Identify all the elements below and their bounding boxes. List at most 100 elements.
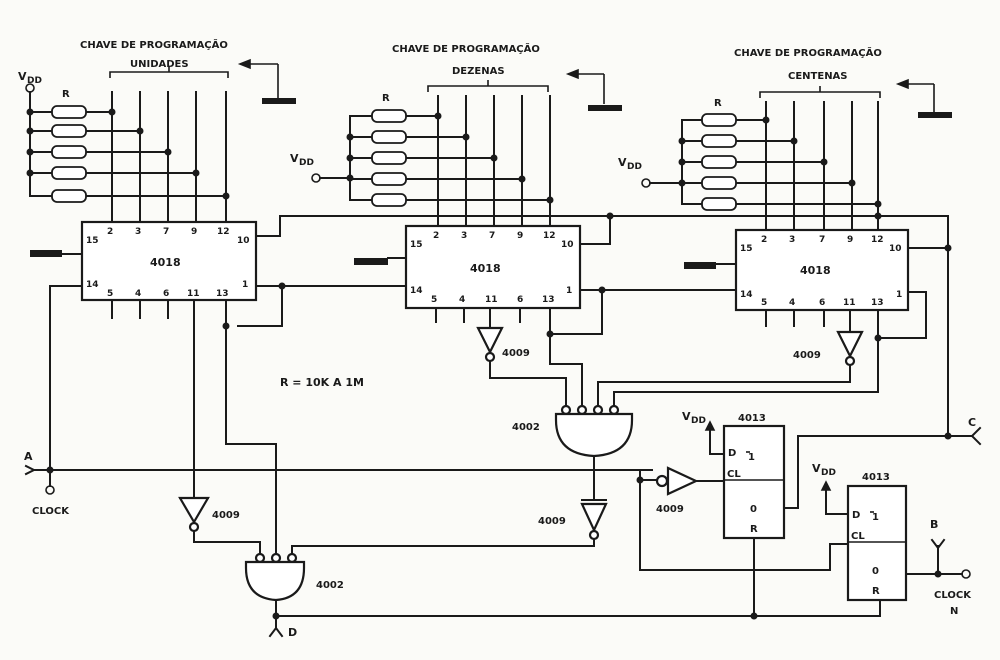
- inverter-4009-clock: [666, 466, 699, 496]
- switch-lines-dezenas: [437, 95, 551, 227]
- vdd-terminal-2: [311, 173, 321, 183]
- inv2-to-nor: [489, 360, 567, 407]
- pin-7: 7: [489, 231, 495, 241]
- flipflop-4013-1: [722, 424, 786, 540]
- pin-2: 2: [107, 227, 113, 237]
- ff1-cl-pin: CL: [727, 469, 741, 480]
- pin-7: 7: [819, 235, 825, 245]
- nor-input-bubble: [270, 552, 282, 564]
- switch-arrow-dezenas: [574, 73, 605, 104]
- inverter-label-2: 4009: [502, 348, 530, 359]
- vdd-label-3: V: [618, 156, 627, 169]
- junction-dot: [944, 244, 952, 252]
- title-centenas-line2: CENTENAS: [788, 71, 848, 82]
- inverter-bubble: [655, 474, 669, 488]
- pin-15: 15: [740, 244, 753, 254]
- resistor-bank-unidades: [29, 105, 227, 203]
- pin-11: 11: [485, 295, 498, 305]
- chip-label-4018-3: 4018: [800, 264, 831, 277]
- nor-input-bubble: [608, 404, 620, 416]
- reset-wire-c: [877, 291, 927, 339]
- pin-11: 11: [187, 289, 200, 299]
- pin-14: 14: [86, 280, 99, 290]
- pin-9: 9: [517, 231, 523, 241]
- node-d-arrow: [268, 626, 284, 638]
- resistor-label-2: R: [382, 93, 390, 104]
- arrow-head-dezenas: [565, 68, 579, 80]
- nor-input-bubble: [286, 552, 298, 564]
- ground-bar-chip1: [30, 250, 62, 257]
- pin-9: 9: [191, 227, 197, 237]
- ff1-q-to-c: [783, 435, 949, 509]
- vdd-label-ff2: V: [812, 462, 821, 475]
- node-d-label: D: [288, 626, 297, 639]
- pin-3: 3: [135, 227, 141, 237]
- switch-bracket-centenas: [759, 86, 881, 98]
- nor-gate-4002-out: [244, 560, 306, 602]
- ff2-q-pin: 1: [872, 512, 879, 523]
- vdd-rail-3: [649, 119, 683, 205]
- unused-pins-1: [111, 299, 169, 319]
- pin-15: 15: [410, 240, 423, 250]
- ff2-vdd-arrow: [820, 480, 832, 491]
- pin-13: 13: [542, 295, 555, 305]
- pin-2: 2: [761, 235, 767, 245]
- vdd-sub-ff2: DD: [821, 468, 836, 478]
- inverter-label-nor: 4009: [538, 516, 566, 527]
- junction-dot: [874, 334, 882, 342]
- ff1-qbar-pin: 0: [750, 504, 757, 515]
- nor-label-main: 4002: [512, 422, 540, 433]
- ff1-label: 4013: [738, 413, 766, 424]
- ff2-clk-wire: [829, 543, 849, 571]
- inv-nor-to-gate: [291, 538, 595, 555]
- vdd-sub-ff1: DD: [691, 416, 706, 426]
- carry-bus-c: [255, 215, 949, 437]
- vdd-label-1: V: [18, 70, 27, 83]
- pin-4: 4: [789, 298, 795, 308]
- pin-9: 9: [847, 235, 853, 245]
- arrow-head-unidades: [237, 58, 251, 70]
- ground-bar-centenas: [918, 112, 952, 118]
- title-dezenas-line2: DEZENAS: [452, 66, 505, 77]
- reset-wire-b: [549, 289, 603, 335]
- title-unidades-line2: UNIDADES: [130, 59, 189, 70]
- node-b-label: B: [930, 518, 938, 531]
- inverter-bubble: [188, 521, 200, 533]
- ff2-d-pin: D: [852, 510, 860, 521]
- nor-input-bubble: [560, 404, 572, 416]
- counter-4018-centenas: [734, 228, 910, 312]
- vdd-sub-3: DD: [627, 162, 642, 172]
- counter-4018-dezenas: [404, 224, 582, 310]
- vdd-sub-2: DD: [299, 158, 314, 168]
- pin-5: 5: [431, 295, 437, 305]
- pin-1: 1: [566, 286, 572, 296]
- clock-to-ff2: [639, 479, 831, 571]
- pin-4: 4: [459, 295, 465, 305]
- nor-input-bubble: [592, 404, 604, 416]
- inverter-bubble: [484, 351, 496, 363]
- nor-input-bubble: [254, 552, 266, 564]
- reset-wire-a: [237, 285, 283, 327]
- ff1-r-pin: R: [750, 524, 758, 535]
- resistor-label-3: R: [714, 98, 722, 109]
- pin-12: 12: [871, 235, 884, 245]
- arrow-head-centenas: [895, 78, 909, 90]
- clock-n-label-1: CLOCK: [934, 590, 972, 601]
- pin-5: 5: [761, 298, 767, 308]
- pin-10: 10: [561, 240, 574, 250]
- inverter-label-3: 4009: [793, 350, 821, 361]
- flipflop-4013-2: [846, 484, 908, 602]
- pin-12: 12: [217, 227, 230, 237]
- pin-1: 1: [242, 280, 248, 290]
- pin-6: 6: [517, 295, 523, 305]
- unused-pins-2: [435, 307, 521, 323]
- title-centenas-line1: CHAVE DE PROGRAMAÇÃO: [734, 46, 882, 59]
- unused-pins-3: [765, 309, 825, 327]
- ground-bar-unidades: [262, 98, 296, 104]
- pin-5: 5: [107, 289, 113, 299]
- resistor-value-label: R = 10K A 1M: [280, 376, 364, 389]
- ff2-cl-pin: CL: [851, 531, 865, 542]
- switch-bracket-unidades: [109, 66, 229, 78]
- nor-gate-4002-main: [554, 412, 634, 458]
- switch-lines-centenas: [765, 101, 879, 231]
